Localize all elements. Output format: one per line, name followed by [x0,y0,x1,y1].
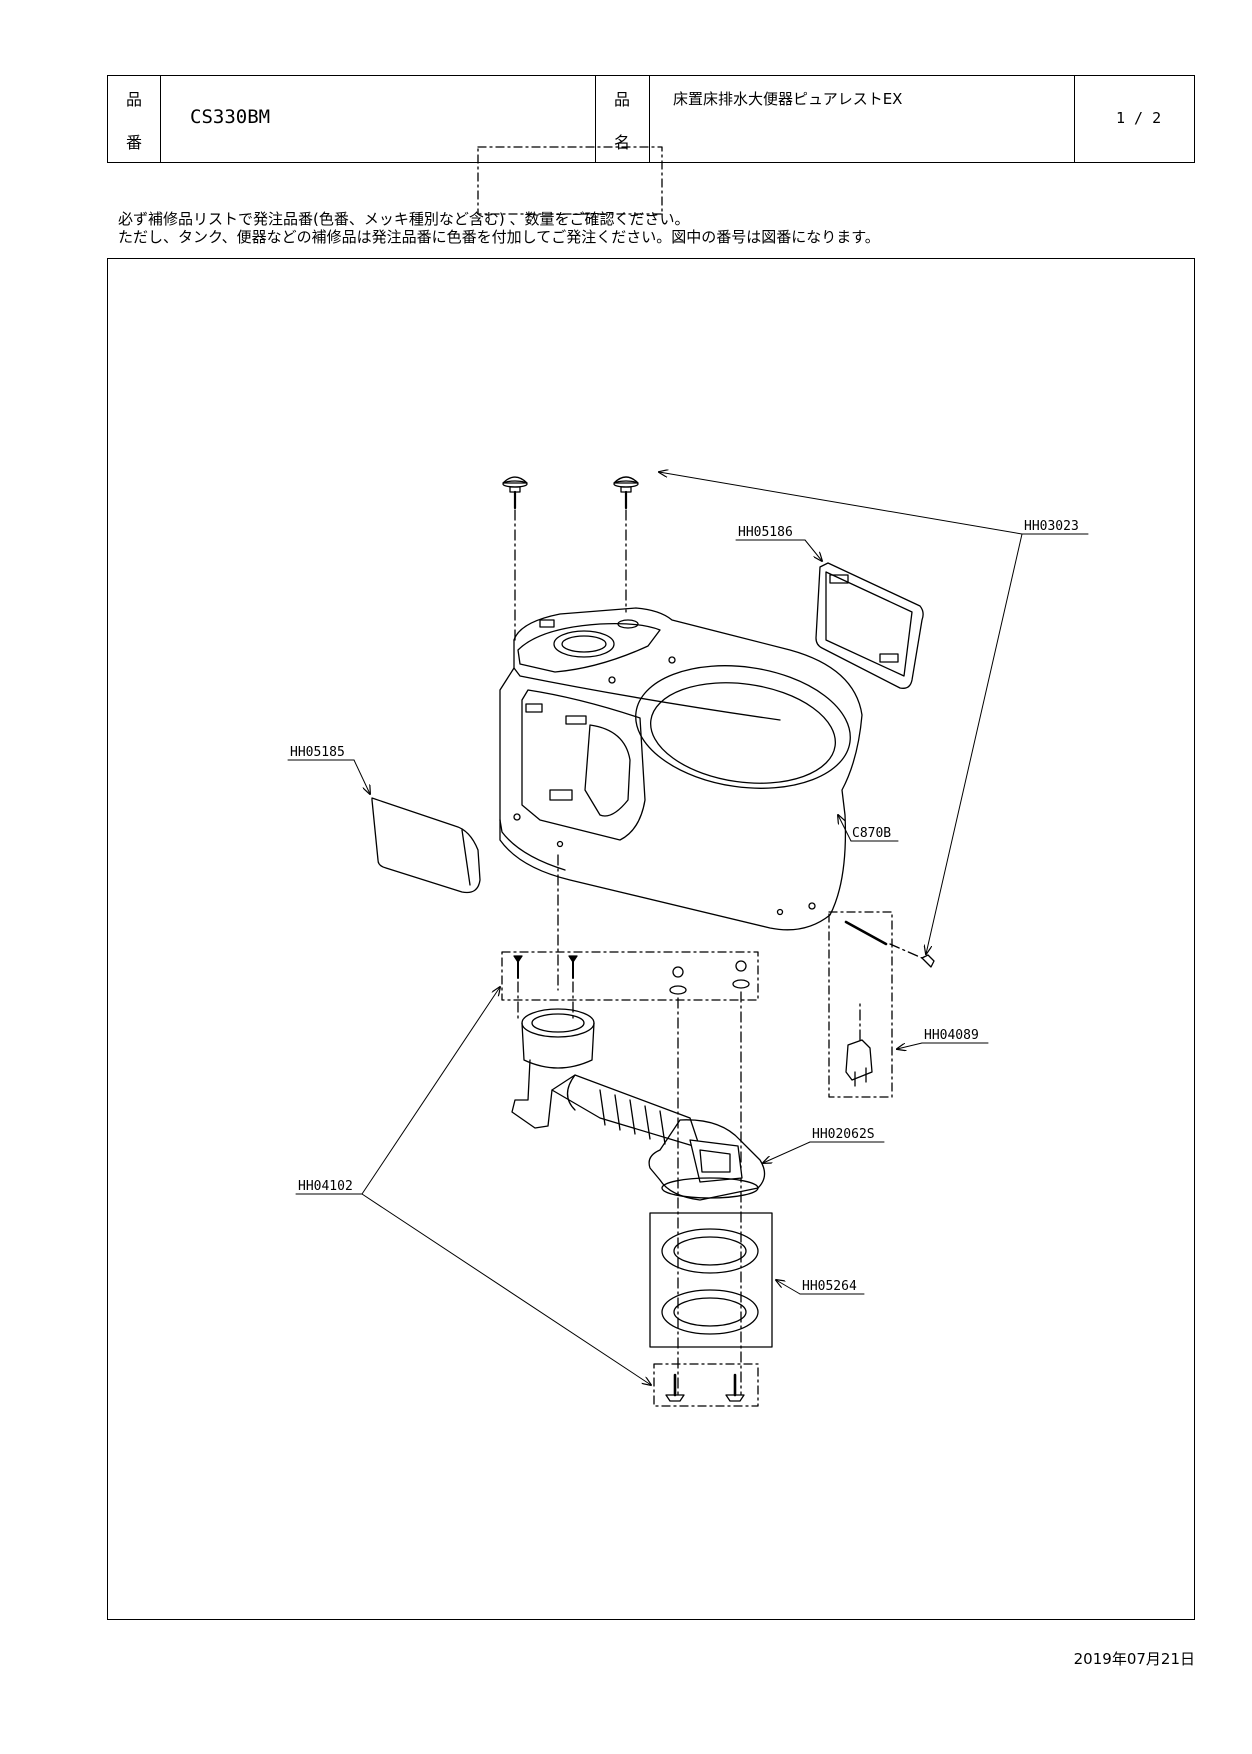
cap-nut [921,954,935,968]
part-label-hh02062s: HH02062S [812,1127,875,1142]
cap-bolt [502,476,528,510]
cap-bolt [613,476,639,510]
part-label-hh05264: HH05264 [802,1279,857,1294]
nut-washer [732,960,750,989]
floor-bracket [845,1039,873,1087]
wood-screw [568,955,578,979]
nut-washer [669,966,687,995]
floor-bolt [725,1373,745,1402]
cover-panel-right [815,562,924,689]
product-number: CS330BM [190,106,271,128]
part-label-c870b: C870B [852,826,891,841]
anchor-bolt [808,902,888,946]
gasket-group [649,1212,773,1348]
product-number-label: 番 [126,133,143,152]
floor-bolt [665,1373,685,1402]
screw-group [501,951,759,1001]
title-block: 品 番 CS330BM 品 名 床置床排水大便器ピュアレストEX 1 / 2 [107,75,1195,163]
cover-panel-left [371,797,481,894]
wood-screw [513,955,523,979]
floor-bolt-group [653,1363,759,1407]
bracket-group [828,911,893,1098]
product-number-label: 品 [126,90,143,109]
divider [649,76,650,162]
product-name-label: 品 [614,90,631,109]
note-line: ただし、タンク、便器などの補修品は発注品番に色番を付加してご発注ください。図中の… [118,228,880,246]
gasket-ring [661,1228,759,1274]
drawing-frame [107,258,1195,1620]
divider [1074,76,1075,162]
part-label-hh04089: HH04089 [924,1028,979,1043]
drain-adapter [511,1008,766,1201]
divider [595,76,596,162]
divider [160,76,161,162]
part-label-hh05185: HH05185 [290,745,345,760]
part-label-hh03023: HH03023 [1024,519,1079,534]
page-number: 1 / 2 [1116,109,1162,127]
gasket-ring [661,1289,759,1335]
toilet-bowl [499,607,863,931]
product-name: 床置床排水大便器ピュアレストEX [673,90,903,108]
issue-date: 2019年07月21日 [1073,1650,1195,1668]
part-label-hh05186: HH05186 [738,525,793,540]
bolt-group-top [477,146,663,215]
part-label-hh04102: HH04102 [298,1179,353,1194]
